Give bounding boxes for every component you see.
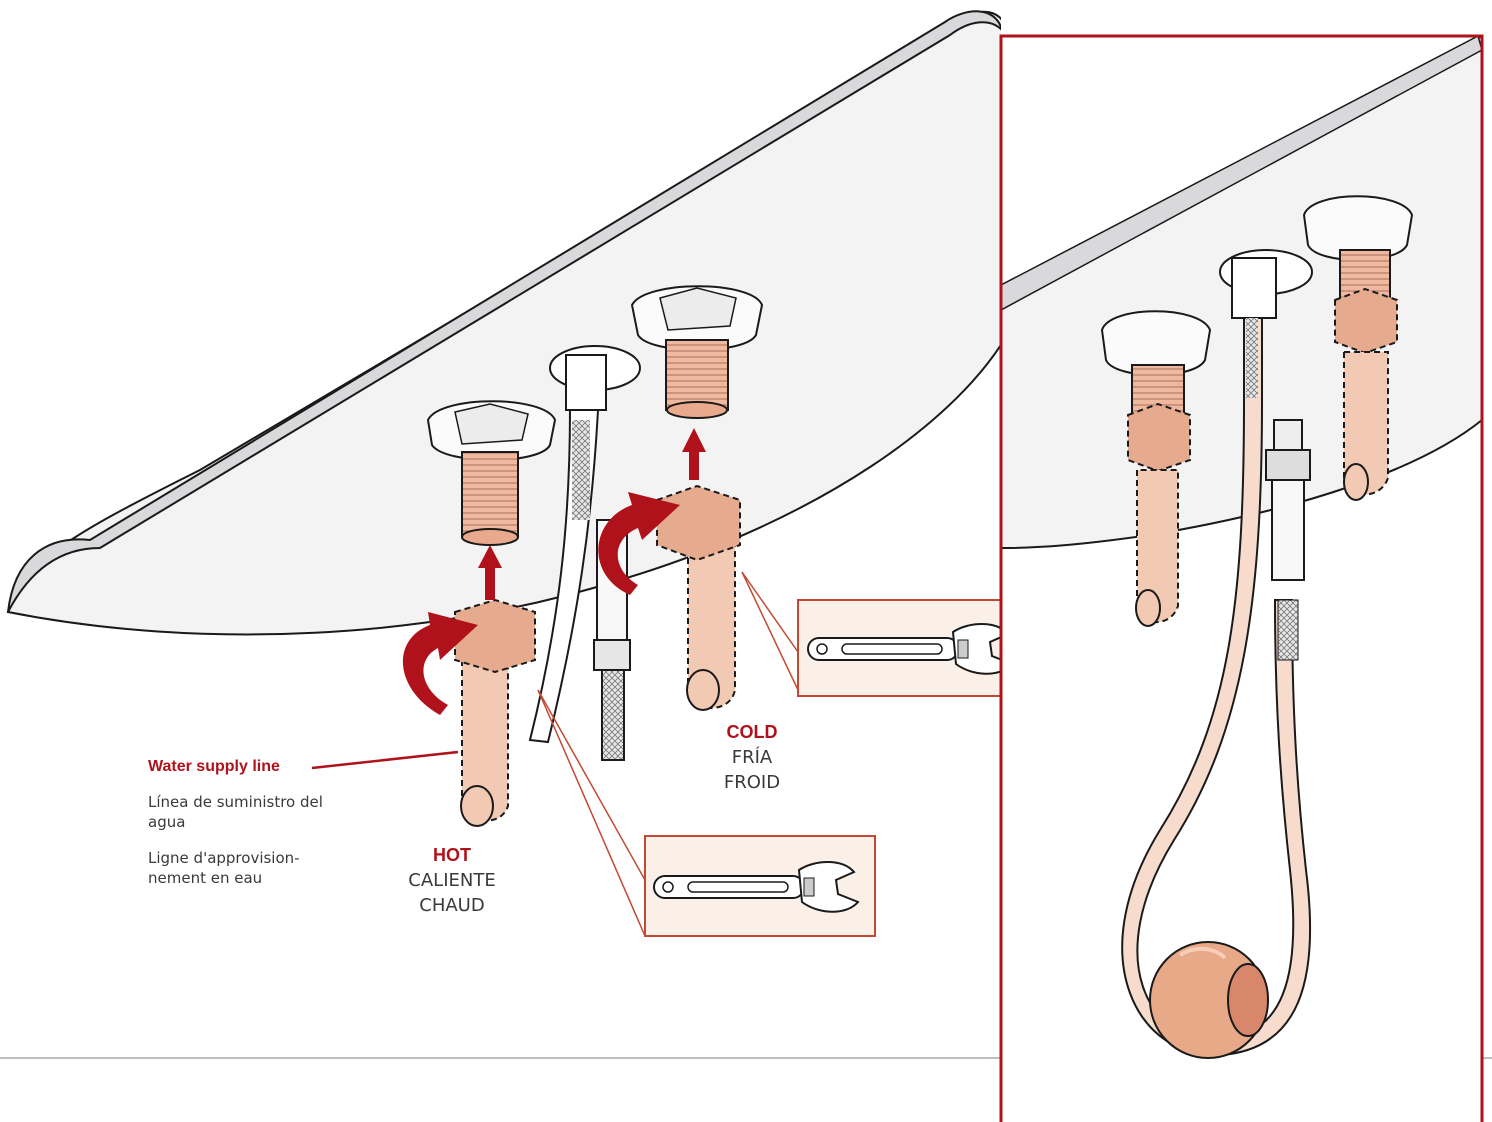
cold-label-fr: FROID [692,770,812,795]
cold-supply-line [657,486,740,710]
water-supply-line-label: Water supply line [148,758,280,776]
water-supply-line-label-es: Línea de suministro del agua [148,792,328,832]
cold-label-es: FRÍA [692,745,812,770]
hot-label-group: HOT CALIENTE CHAUD [392,843,512,918]
cold-wrench-callout [742,572,1028,696]
cold-label: COLD [692,720,812,745]
hot-label-es: CALIENTE [392,868,512,893]
supply-line-leader [312,752,458,768]
hot-label-fr: CHAUD [392,893,512,918]
hot-label: HOT [392,843,512,868]
cold-label-group: COLD FRÍA FROID [692,720,812,795]
inset-view [1001,36,1482,1122]
water-supply-line-label-fr: Ligne d'approvision-nement en eau [148,848,328,888]
